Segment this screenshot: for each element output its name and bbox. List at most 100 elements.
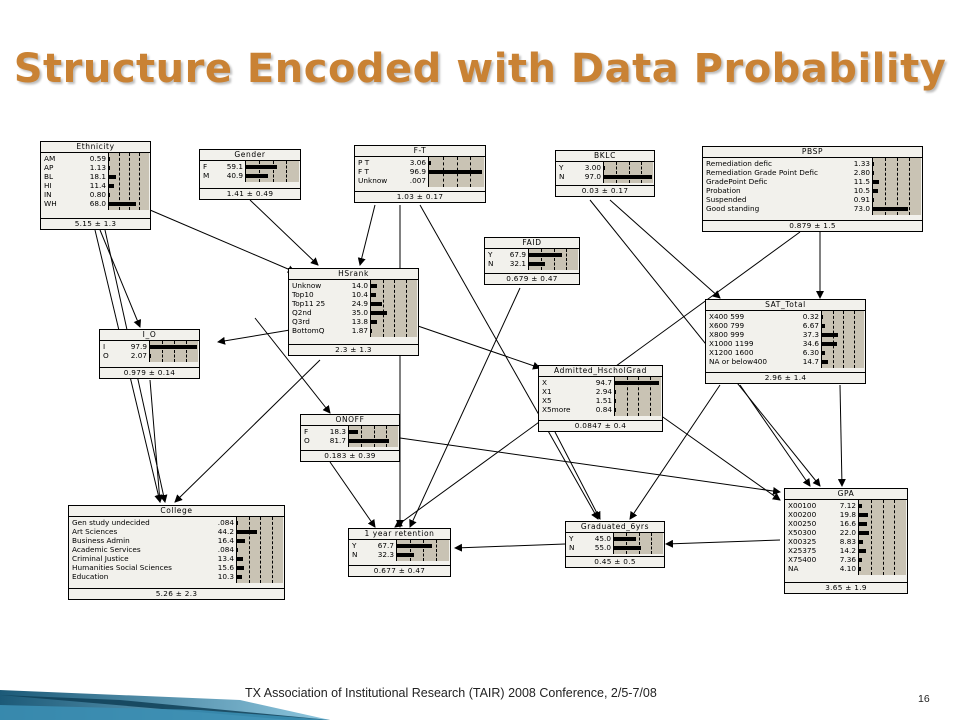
state-label: X800 999 [709,330,745,339]
state-probability-bar [859,522,867,526]
state-label: X25375 [788,546,817,555]
state-value: 8.83 [839,537,856,546]
node-mean-stddev: 0.679 ± 0.47 [485,273,579,284]
state-probability-bar [150,345,197,349]
grid-line [260,517,261,583]
node-title: GPA [785,489,907,500]
state-value: .007 [409,176,426,185]
edge-bklc-sat [609,199,721,299]
state-probability-bar [873,162,874,166]
grid-line [405,280,407,337]
state-label: X1000 1199 [709,339,754,348]
state-value: 97.9 [130,342,147,351]
node-title: SAT_Total [706,300,865,311]
edge-faid-retention [409,287,521,528]
node-mean-stddev: 0.0847 ± 0.4 [539,420,662,431]
state-label: F [304,427,309,436]
state-label: X400 599 [709,312,745,321]
edge-onoff-gpa [399,437,781,495]
grid-line [894,500,896,575]
state-label: Q3rd [292,317,310,326]
state-probability-bar [614,546,641,550]
state-label: F [203,162,208,171]
state-probability-bar [604,175,652,179]
state-value: 2.94 [595,387,612,396]
grid-line [271,517,273,583]
state-value: 18.3 [329,427,346,436]
grid-line [394,280,395,337]
edge-ethnicity-io [99,229,142,328]
grid-line [640,162,642,183]
state-probability-bar [615,399,616,403]
grid-line [162,341,163,362]
grid-line [272,161,274,182]
probability-bar-area [108,153,149,210]
edge-sat-gpa [837,384,846,487]
node-mean-stddev: 1.03 ± 0.17 [355,191,485,202]
state-probability-bar [349,439,390,443]
state-label: Probation [706,186,741,195]
edge-hsrank-admitted [414,324,541,370]
probability-bar-area [528,249,578,270]
state-label: X75400 [788,555,817,564]
state-label: X00250 [788,519,817,528]
node-mean-stddev: 2.96 ± 1.4 [706,372,865,383]
state-probability-bar [109,166,110,170]
state-label: N [569,543,575,552]
state-value: 14.7 [802,357,819,366]
node-title: FAID [485,238,579,249]
state-label: Suspended [706,195,747,204]
state-probability-bar [859,504,863,508]
grid-line [897,158,898,215]
state-value: 11.5 [853,177,870,186]
state-probability-bar [150,354,151,358]
state-value: 10.4 [351,290,368,299]
state-probability-bar [371,284,378,288]
probability-bar-area [603,162,653,183]
state-value: 59.1 [226,162,243,171]
state-label: NA [788,564,799,573]
edge-gender-hsrank [249,199,319,266]
state-value: 16.6 [839,519,856,528]
node-mean-stddev: 5.26 ± 2.3 [69,588,284,599]
edge-ft-hsrank [357,204,376,266]
node-title: BKLC [556,151,654,162]
state-label: GradePoint Defic [706,177,768,186]
edge-graduated-retention [454,543,566,552]
state-label: X600 799 [709,321,745,330]
node-mean-stddev: 3.65 ± 1.9 [785,582,907,593]
state-probability-bar [615,390,617,394]
state-probability-bar [397,544,433,548]
state-label: Business Admin [72,536,130,545]
grid-line [616,162,618,183]
state-label: Y [559,163,564,172]
state-probability-bar [371,293,376,297]
state-probability-bar [873,198,874,202]
state-value: 67.7 [377,541,394,550]
state-label: HI [44,181,52,190]
page-number: 16 [918,693,930,705]
state-value: 1.87 [351,326,368,335]
